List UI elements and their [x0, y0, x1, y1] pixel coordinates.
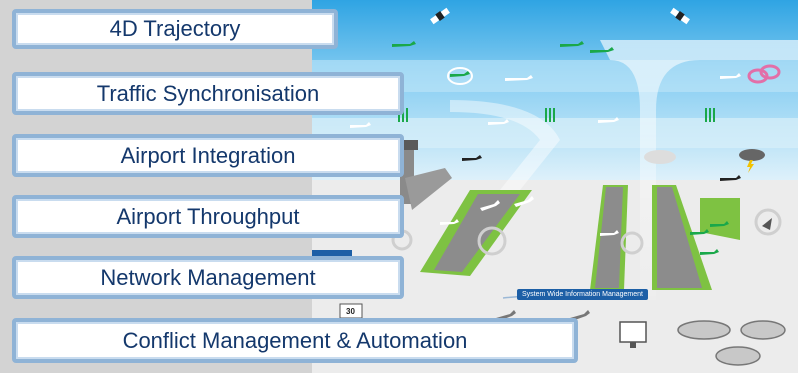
- runway-right: [652, 185, 712, 290]
- holding-pattern-icon: [747, 64, 781, 84]
- runway-centre: [590, 185, 628, 290]
- apron-grass: [700, 198, 740, 240]
- aircraft-icon: [720, 73, 741, 79]
- workstation-cluster: [677, 320, 786, 366]
- aircraft-icon: [440, 219, 459, 225]
- tower-cab: [396, 140, 418, 150]
- aircraft-icon: [710, 221, 729, 227]
- label-network-management: Network Management: [12, 256, 404, 299]
- aircraft-icon: [600, 230, 619, 236]
- ground-aircraft-group: [440, 196, 619, 236]
- monitor-ring-icon: [477, 226, 507, 256]
- network-mini-tag: [312, 250, 352, 258]
- trajectory-beam-left: [450, 100, 560, 190]
- storm-cloud-icon: [739, 149, 765, 173]
- runway-left: [420, 190, 532, 276]
- swim-label: System Wide Information Management: [517, 289, 648, 300]
- monitor-icon: [619, 321, 647, 348]
- aircraft-icon: [480, 200, 500, 211]
- aircraft-icon: [505, 75, 533, 81]
- sync-ring-icon: [447, 67, 473, 85]
- terminal-building: [405, 168, 452, 210]
- aircraft-icon: [700, 249, 719, 255]
- label-airport-throughput: Airport Throughput: [12, 195, 404, 238]
- helicopter-icon: [720, 175, 741, 181]
- trajectory-beam-right: [600, 40, 798, 300]
- green-aircraft-group: [392, 41, 614, 77]
- calendar-day: 30: [346, 307, 355, 316]
- monitor-ring-icon: [620, 231, 644, 255]
- aircraft-icon: [392, 41, 416, 47]
- aircraft-icon: [488, 119, 509, 125]
- satellite-icon: [430, 7, 450, 25]
- label-4d-trajectory: 4D Trajectory: [12, 9, 338, 49]
- radar-dish-icon: [754, 208, 782, 236]
- green-ground-aircraft-group: [690, 221, 729, 255]
- aircraft-icon: [560, 41, 584, 47]
- aircraft-icon: [590, 47, 614, 53]
- aircraft-icon: [690, 229, 709, 235]
- aircraft-icon: [462, 155, 482, 161]
- label-conflict-management-automation: Conflict Management & Automation: [12, 318, 578, 363]
- aircraft-icon: [598, 117, 619, 123]
- satellite-icon: [670, 7, 690, 25]
- wind-grid-icon: [398, 108, 715, 122]
- label-airport-integration: Airport Integration: [12, 134, 404, 177]
- label-traffic-synchronisation: Traffic Synchronisation: [12, 72, 404, 115]
- white-aircraft-group: [350, 73, 741, 128]
- aircraft-icon: [450, 71, 470, 77]
- cloud-icon: [644, 150, 676, 164]
- aircraft-icon: [514, 196, 534, 207]
- aircraft-icon: [350, 122, 371, 128]
